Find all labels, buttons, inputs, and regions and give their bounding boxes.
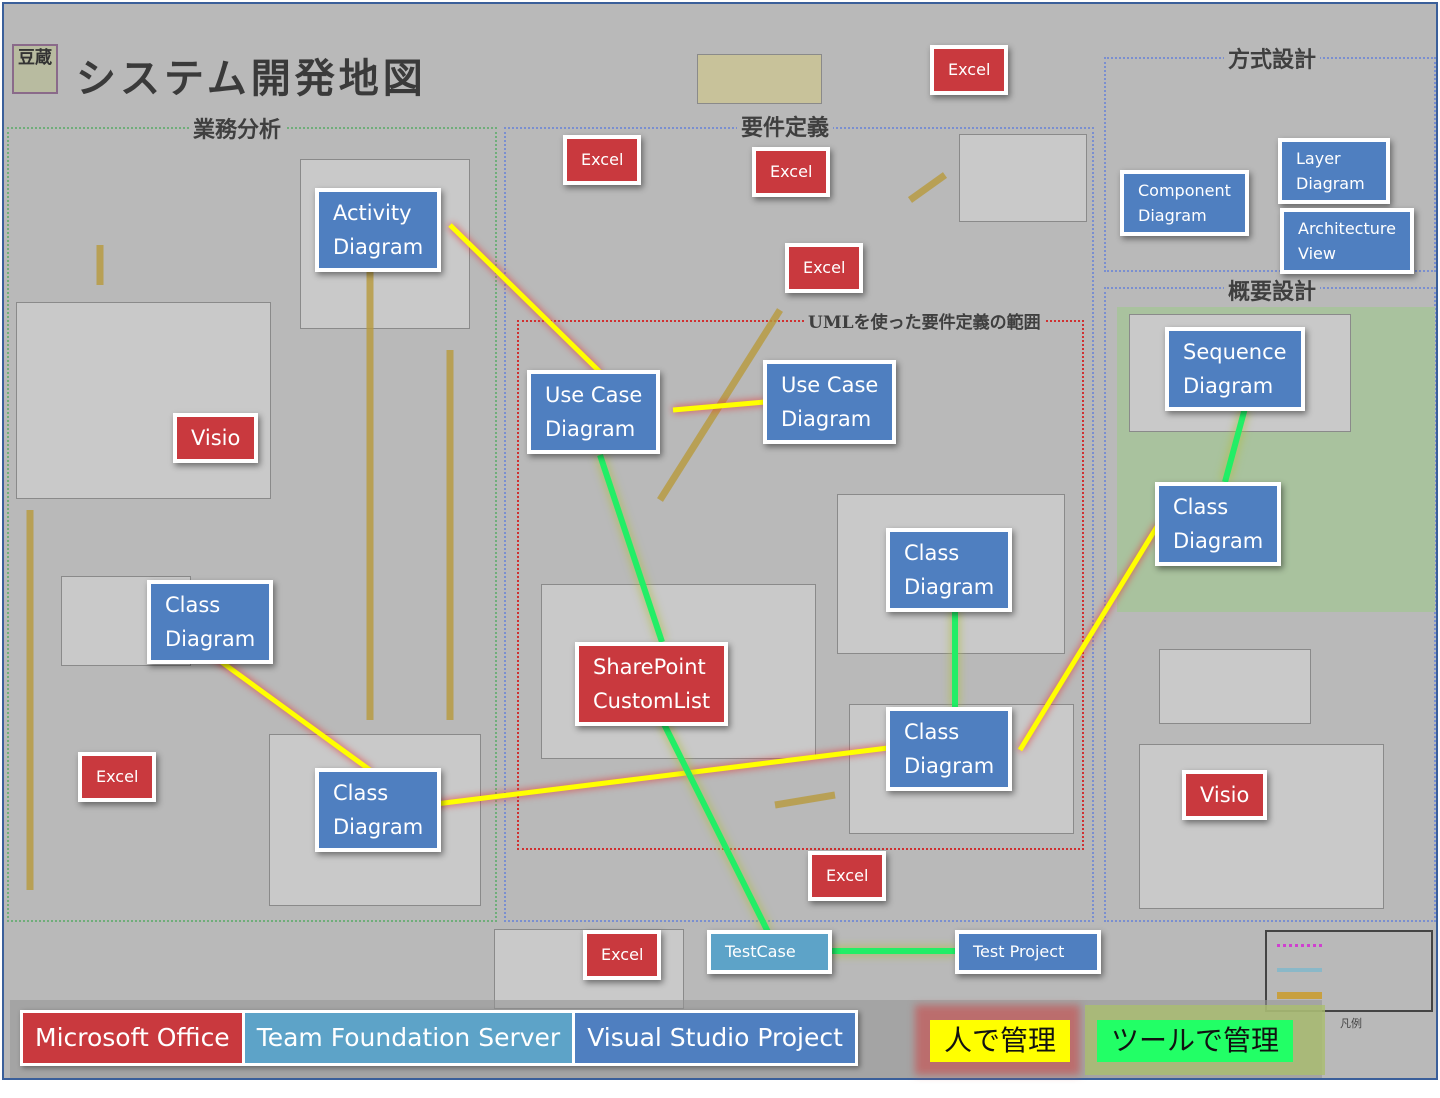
class-diagram-box-right[interactable]: Class Diagram [1155,482,1282,566]
usecase-diagram-box[interactable]: Use Case Diagram [527,370,661,454]
doc-thumbnail [16,302,271,499]
legend-tfs: Team Foundation Server [244,1013,576,1063]
human-managed-link [203,647,372,773]
architecture-view-box[interactable]: Architecture View [1280,208,1414,274]
class-diagram-box-bottom[interactable]: Class Diagram [315,768,442,852]
tool-legend: Microsoft Office Team Foundation Server … [20,1010,858,1066]
legend-caption: 凡例 [1340,1017,1362,1030]
section-architecture: 方式設計 [1224,42,1321,74]
sharepoint-customlist-box[interactable]: SharePoint CustomList [575,642,729,726]
human-managed-link [427,745,889,808]
doc-thumbnail [959,134,1087,222]
uml-scope-region [517,320,1084,850]
human-managed-link [1017,523,1161,752]
flow-arrow [774,791,836,809]
excel-box[interactable]: Excel [785,243,864,293]
doc-thumbnail [1159,649,1311,724]
legend-human-managed: 人で管理 [930,1020,1071,1062]
work-arrow-icon [1277,992,1322,999]
excel-box[interactable]: Excel [78,752,157,802]
legend-box [1265,930,1433,1012]
legend-vs: Visual Studio Project [575,1013,855,1063]
component-diagram-box[interactable]: Component Diagram [1120,170,1249,236]
legend-tool-managed: ツールで管理 [1097,1020,1294,1062]
logo: 豆蔵 [12,44,58,94]
class-diagram-box-left[interactable]: Class Diagram [147,580,274,664]
activity-diagram-box[interactable]: Activity Diagram [315,188,442,272]
relation-arrow-icon [1277,968,1322,972]
class-diagram-box-domain[interactable]: Class Diagram [886,707,1013,791]
excel-box[interactable]: Excel [583,930,662,980]
tool-managed-link [1222,407,1248,483]
human-managed-link [448,223,602,374]
excel-box[interactable]: Excel [563,135,642,185]
tool-managed-link [659,718,771,934]
legend-office: Microsoft Office [23,1013,245,1063]
sequence-diagram-box[interactable]: Sequence Diagram [1165,327,1305,411]
note [697,54,822,104]
human-managed-link [672,399,766,413]
section-requirements: 要件定義 [737,110,834,142]
visio-box[interactable]: Visio [173,413,259,463]
tool-managed-link [597,454,665,643]
section-uml-scope: UMLを使った要件定義の範囲 [804,308,1045,333]
usecase-diagram-box-2[interactable]: Use Case Diagram [763,360,897,444]
flow-arrow [907,172,948,203]
class-diagram-box-mid[interactable]: Class Diagram [886,528,1013,612]
section-business: 業務分析 [189,112,286,144]
dependency-arrow-icon [1277,944,1322,947]
excel-box[interactable]: Excel [808,851,887,901]
excel-box[interactable]: Excel [752,147,831,197]
page-title: システム開発地図 [76,55,427,102]
test-project-box[interactable]: Test Project [955,930,1101,974]
excel-box[interactable]: Excel [930,45,1009,95]
layer-diagram-box[interactable]: Layer Diagram [1278,138,1390,204]
visio-box-2[interactable]: Visio [1182,770,1268,820]
testcase-box[interactable]: TestCase [707,930,832,974]
section-overview: 概要設計 [1224,274,1321,306]
